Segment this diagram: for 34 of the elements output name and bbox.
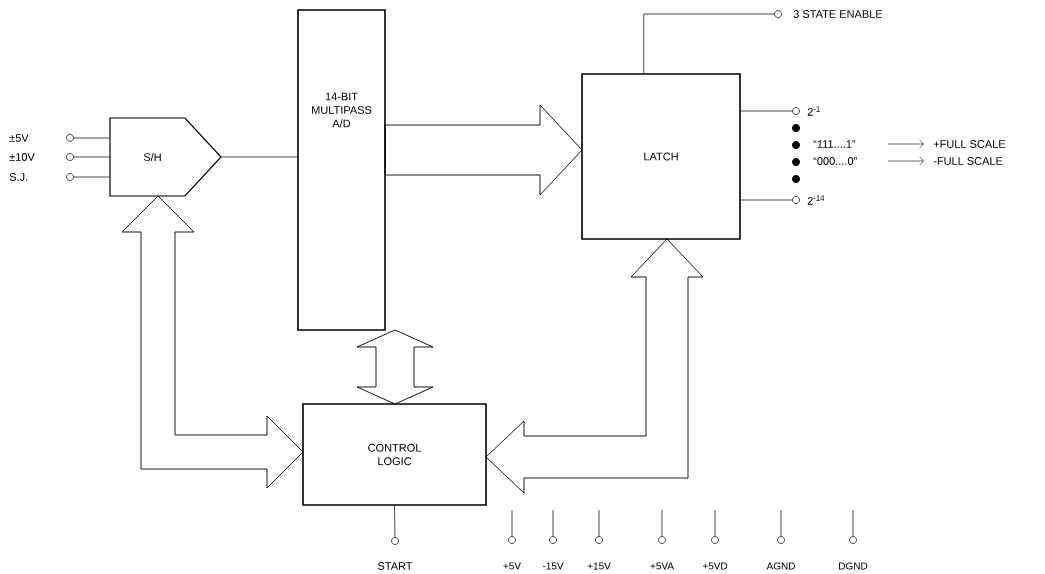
- connector: [73, 137, 111, 139]
- bus-arrow: [384, 104, 583, 196]
- pin-label: ±5V: [9, 134, 74, 142]
- pin-label: 2$^{-1}$: [792, 106, 820, 116]
- connector: [643, 13, 775, 74]
- scale-note: “111....1”: [813, 140, 856, 148]
- connector: [73, 176, 111, 178]
- pin-label: +5VA: [650, 562, 674, 570]
- connector: [220, 156, 298, 158]
- pin-label: ±10V: [9, 153, 74, 161]
- connector: [73, 156, 111, 158]
- pin-label: 3 STATE ENABLE: [774, 10, 883, 18]
- bus-arrow: [356, 329, 434, 405]
- bus-arrow: [485, 238, 704, 494]
- bus-arrow: [121, 195, 304, 489]
- amplifier-block: S/H: [109, 117, 222, 197]
- scale-note: +FULL SCALE: [933, 140, 1006, 148]
- pin-label: +5V: [503, 562, 521, 570]
- logic-block: LATCH: [581, 73, 741, 240]
- pin-label: -15V: [542, 562, 564, 570]
- logic-block: CONTROL LOGIC: [302, 403, 487, 506]
- connector: [394, 505, 396, 538]
- connector: [740, 199, 793, 201]
- pin-label: AGND: [766, 562, 795, 570]
- connector: [740, 110, 793, 112]
- converter-block: 14-BIT MULTIPASS A/D: [297, 9, 386, 331]
- pin-label: +5VD: [702, 562, 728, 570]
- pin-label: S.J.: [9, 173, 74, 181]
- pin-label: +15V: [587, 562, 611, 570]
- pin-label: 2$^{-14}$: [792, 195, 825, 205]
- scale-note: -FULL SCALE: [933, 157, 1003, 165]
- pin-label: START: [378, 537, 413, 570]
- scale-note: “000....0”: [813, 157, 857, 165]
- pin-label: DGND: [839, 562, 868, 570]
